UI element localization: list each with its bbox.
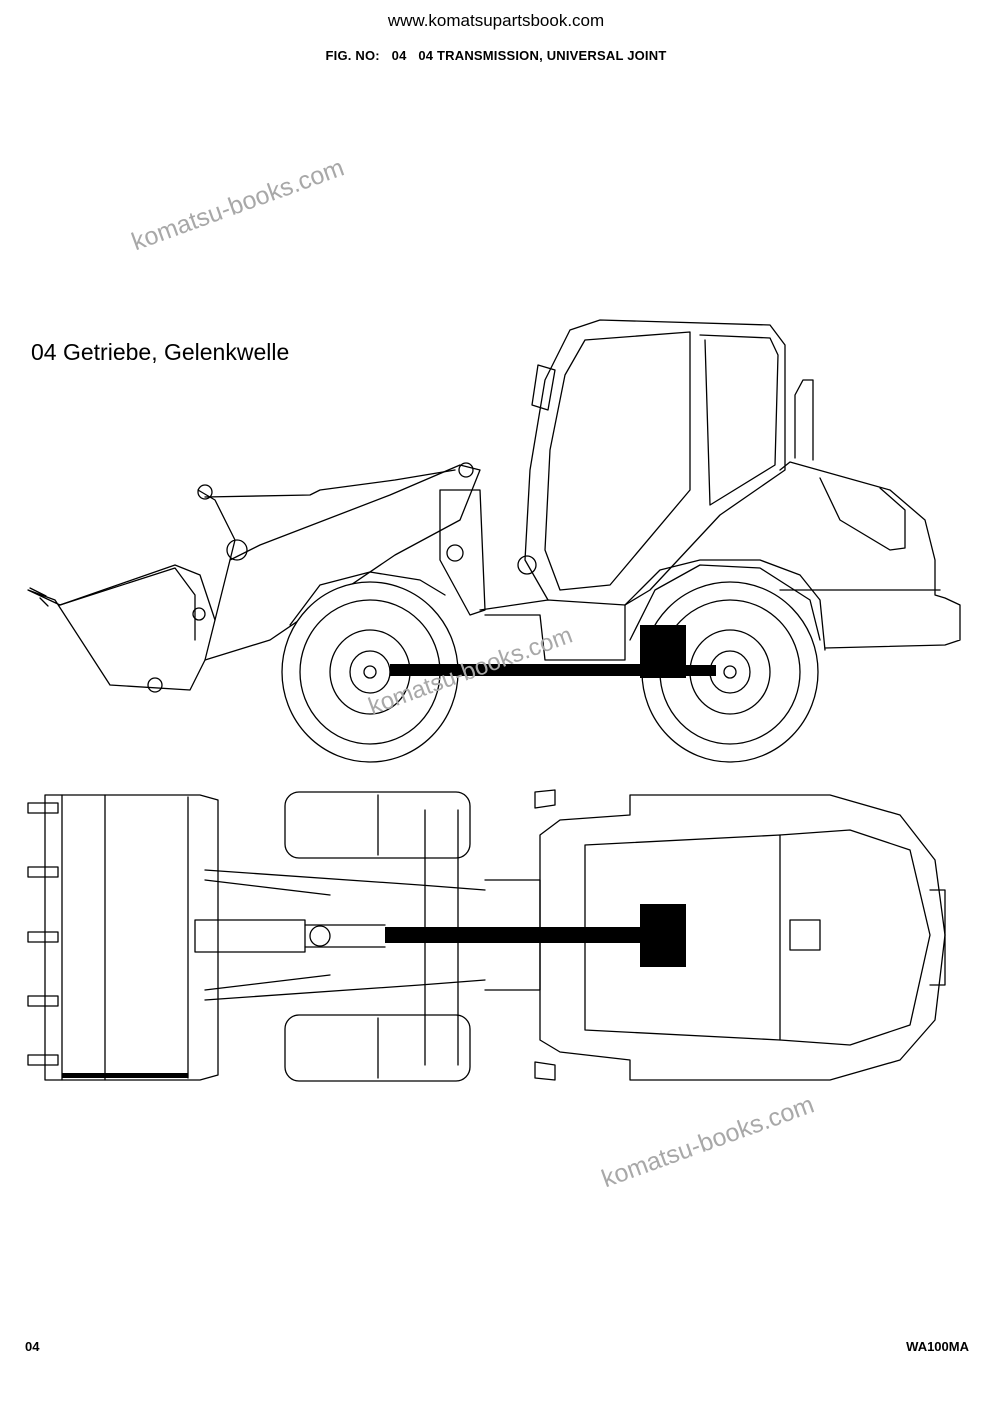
rear-body [539, 794, 946, 1081]
transmission-highlight [390, 625, 716, 678]
page-number: 04 [25, 1339, 40, 1354]
fig-number: 04 [391, 48, 407, 63]
front-tire-top [284, 791, 471, 859]
cab-frame [524, 319, 786, 606]
exhaust-pipe [794, 379, 814, 461]
engine-hood [779, 461, 961, 649]
model-code: WA100MA [906, 1339, 969, 1354]
bucket-top [44, 794, 219, 1081]
site-url: www.komatsupartsbook.com [387, 11, 605, 30]
front-tire-bottom [284, 1014, 471, 1082]
bucket-teeth [27, 802, 59, 1066]
driveshaft-highlight [385, 904, 686, 967]
chassis [479, 559, 826, 651]
front-wheel [281, 581, 459, 763]
drawing-title: 04 Getriebe, Gelenkwelle [31, 339, 290, 365]
side-view [27, 319, 961, 763]
top-view [27, 789, 946, 1082]
fig-label: FIG. NO: [325, 48, 380, 63]
fig-title: 04 TRANSMISSION, UNIVERSAL JOINT [418, 48, 667, 63]
figure-header: FIG. NO: 04 04 TRANSMISSION, UNIVERSAL J… [0, 48, 992, 63]
bucket-side [27, 564, 216, 691]
